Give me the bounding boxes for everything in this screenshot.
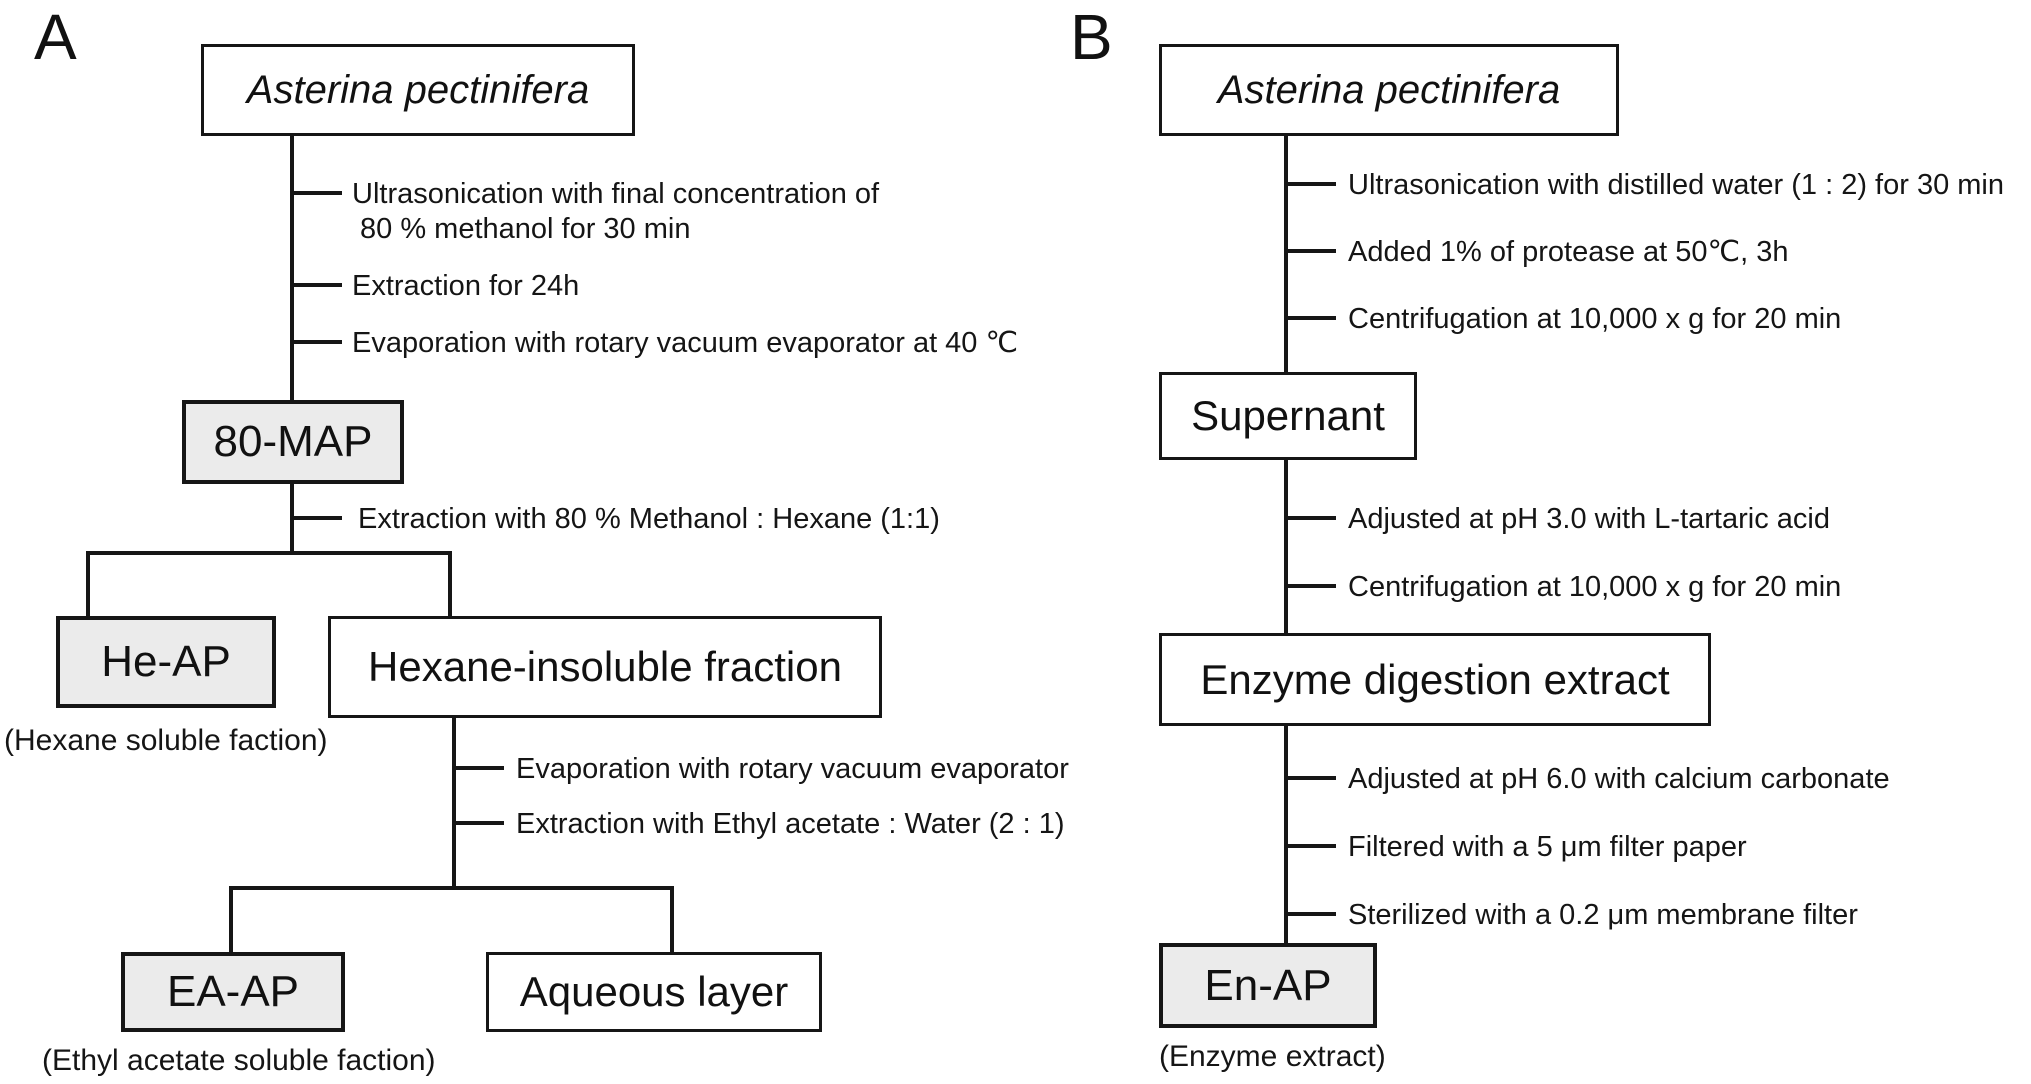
step-b-protease: Added 1% of protease at 50℃, 3h: [1348, 236, 1789, 268]
box-enzyme-digestion: Enzyme digestion extract: [1159, 633, 1711, 726]
step-b-ph6: Adjusted at pH 6.0 with calcium carbonat…: [1348, 763, 1890, 795]
tick-line: [1284, 844, 1336, 848]
caption-ea-ap: (Ethyl acetate soluble faction): [42, 1044, 436, 1077]
panel-a-source-box: Asterina pectinifera: [201, 44, 635, 136]
connector-line: [1284, 136, 1288, 372]
branch-line: [86, 551, 452, 555]
step-b-sterilized: Sterilized with a 0.2 μm membrane filter: [1348, 899, 1858, 931]
connector-line: [1284, 460, 1288, 633]
step-b-ultrasonication: Ultrasonication with distilled water (1 …: [1348, 169, 2004, 201]
tick-line: [1284, 776, 1336, 780]
box-supernant: Supernant: [1159, 372, 1417, 460]
step-extraction-methanol-hexane: Extraction with 80 % Methanol : Hexane (…: [358, 503, 940, 535]
tick-line: [290, 191, 342, 195]
caption-en-ap: (Enzyme extract): [1159, 1040, 1386, 1073]
box-ea-ap: EA-AP: [121, 952, 345, 1032]
step-extraction-ethyl-water: Extraction with Ethyl acetate : Water (2…: [516, 808, 1065, 840]
step-b-centrifugation-1: Centrifugation at 10,000 x g for 20 min: [1348, 303, 1842, 335]
tick-line: [1284, 316, 1336, 320]
box-en-ap: En-AP: [1159, 943, 1377, 1028]
tick-line: [452, 766, 504, 770]
step-b-centrifugation-2: Centrifugation at 10,000 x g for 20 min: [1348, 571, 1842, 603]
connector-line: [670, 886, 674, 952]
tick-line: [290, 340, 342, 344]
tick-line: [1284, 516, 1336, 520]
tick-line: [1284, 584, 1336, 588]
tick-line: [1284, 249, 1336, 253]
tick-line: [290, 516, 342, 520]
step-ultrasonication-line2: 80 % methanol for 30 min: [360, 213, 691, 245]
connector-line: [229, 886, 233, 952]
box-hexane-insoluble: Hexane-insoluble fraction: [328, 616, 882, 718]
step-extraction-24h: Extraction for 24h: [352, 270, 580, 302]
connector-line: [452, 718, 456, 890]
tick-line: [290, 283, 342, 287]
step-evaporation-40c: Evaporation with rotary vacuum evaporato…: [352, 327, 1019, 359]
step-b-ph3: Adjusted at pH 3.0 with L-tartaric acid: [1348, 503, 1830, 535]
box-80-map: 80-MAP: [182, 400, 404, 484]
connector-line: [290, 136, 294, 400]
panel-a-label: A: [34, 1, 77, 73]
branch-line: [229, 886, 674, 890]
connector-line: [1284, 726, 1288, 943]
panel-b-source-box: Asterina pectinifera: [1159, 44, 1619, 136]
step-evaporation-rotary: Evaporation with rotary vacuum evaporato…: [516, 753, 1069, 785]
tick-line: [1284, 182, 1336, 186]
tick-line: [452, 821, 504, 825]
connector-line: [448, 551, 452, 616]
box-he-ap: He-AP: [56, 616, 276, 708]
tick-line: [1284, 912, 1336, 916]
caption-he-ap: (Hexane soluble faction): [4, 724, 328, 757]
step-b-filtered: Filtered with a 5 μm filter paper: [1348, 831, 1747, 863]
box-aqueous-layer: Aqueous layer: [486, 952, 822, 1032]
step-ultrasonication-line1: Ultrasonication with final concentration…: [352, 178, 880, 210]
connector-line: [86, 551, 90, 616]
panel-b-label: B: [1070, 1, 1113, 73]
